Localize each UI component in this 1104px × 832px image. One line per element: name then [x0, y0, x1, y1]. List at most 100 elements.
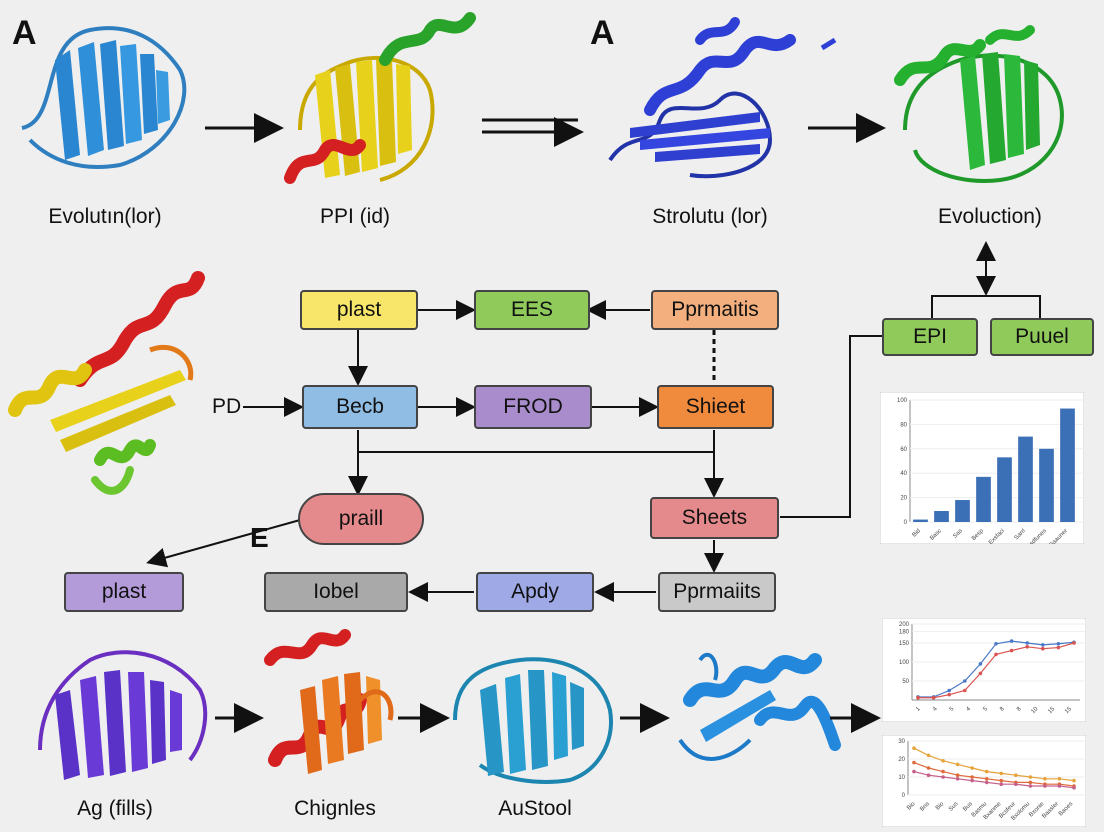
- x-tick-label: Bio: [906, 801, 917, 812]
- flow-box-frod: FROD: [474, 385, 592, 429]
- x-tick-label: Sas: [952, 528, 964, 540]
- bar: [913, 519, 928, 522]
- bar: [1060, 408, 1075, 522]
- data-point: [1028, 784, 1033, 788]
- data-point: [984, 780, 989, 785]
- data-point: [970, 766, 974, 770]
- flow-box-epi: EPI: [882, 318, 978, 356]
- chart-background: [882, 735, 1086, 827]
- data-point: [941, 759, 945, 763]
- data-point: [970, 778, 974, 783]
- x-tick-label: 8: [1016, 706, 1023, 713]
- data-point: [926, 753, 931, 758]
- flow-box-apdy: Apdy: [476, 572, 594, 612]
- data-point: [941, 769, 945, 774]
- flow-box-puuel: Puuel: [990, 318, 1094, 356]
- flow-box-iobel: Iobel: [264, 572, 408, 612]
- data-point: [994, 641, 998, 646]
- protein-structure-teal-icon: [453, 657, 613, 784]
- panel-label-a-right: A: [590, 14, 615, 52]
- flow-box-pprmaits-bottom: Pprmaiits: [658, 572, 776, 612]
- flow-box-shieet: Shieet: [657, 385, 774, 429]
- y-tick-label: 50: [902, 679, 909, 685]
- caption-top-2: PPI (id): [319, 205, 390, 228]
- bar: [976, 476, 991, 522]
- x-tick-label: 15: [1047, 706, 1056, 715]
- caption-bottom-1: Ag (fills): [77, 797, 153, 820]
- data-point: [999, 778, 1004, 783]
- data-point: [955, 762, 960, 767]
- flow-box-sheets: Sheets: [650, 497, 779, 539]
- y-tick-label: 20: [900, 496, 907, 502]
- protein-structure-blue-icon: [21, 26, 187, 169]
- y-tick-label: 20: [898, 757, 905, 763]
- caption-bottom-3: AuStool: [498, 797, 572, 820]
- flow-box-becb: Becb: [302, 385, 418, 429]
- x-tick-label: Bus: [962, 801, 974, 813]
- data-point: [1028, 780, 1033, 785]
- x-tick-label: 4: [932, 706, 939, 713]
- caption-top-1: Evolutın(lor): [48, 205, 162, 228]
- data-point: [916, 695, 920, 700]
- y-tick-label: 0: [902, 793, 906, 799]
- data-point: [1025, 641, 1029, 645]
- data-point: [1043, 777, 1047, 781]
- chart-background: [882, 618, 1086, 722]
- flow-box-praill: praill: [298, 493, 424, 545]
- flow-box-pprmaitis-top: Pprmaitis: [651, 290, 779, 330]
- data-point: [984, 777, 989, 781]
- data-point: [984, 769, 989, 774]
- data-point: [926, 766, 931, 770]
- data-point: [912, 746, 916, 750]
- y-tick-label: 0: [904, 520, 908, 526]
- flow-box-ees: EES: [474, 290, 590, 330]
- data-point: [978, 662, 983, 666]
- y-tick-label: 30: [898, 739, 905, 745]
- x-tick-label: 5: [982, 706, 989, 713]
- series-line: [913, 747, 1075, 782]
- data-point: [955, 777, 960, 781]
- y-tick-label: 100: [897, 398, 908, 404]
- flow-input-label: PD: [212, 395, 242, 418]
- data-point: [1072, 641, 1076, 645]
- y-tick-label: 40: [900, 471, 907, 477]
- data-point: [1009, 639, 1014, 643]
- x-tick-label: 10: [1030, 706, 1039, 715]
- data-point: [963, 688, 967, 693]
- caption-bottom-2: Chignles: [294, 797, 376, 820]
- data-point: [955, 773, 960, 777]
- data-point: [1041, 643, 1045, 647]
- x-tick-label: 4: [966, 706, 973, 713]
- data-point: [912, 769, 916, 774]
- data-point: [978, 671, 983, 676]
- y-tick-label: 200: [899, 622, 910, 628]
- x-tick-label: Bio: [935, 801, 946, 812]
- data-point: [1041, 646, 1045, 651]
- protein-structure-azure-icon: [678, 652, 841, 761]
- data-point: [1072, 778, 1076, 783]
- data-point: [1072, 786, 1076, 790]
- protein-structure-green-icon: [894, 25, 1064, 183]
- caption-top-3: Strolutu (lor): [652, 205, 768, 228]
- flow-box-plast-bottom: plast: [64, 572, 184, 612]
- data-point: [1043, 784, 1047, 788]
- data-point: [941, 775, 945, 779]
- data-point: [999, 771, 1004, 776]
- y-tick-label: 100: [899, 660, 910, 666]
- caption-top-4: Evoluction): [938, 205, 1042, 228]
- data-point: [1056, 645, 1061, 650]
- data-point: [1014, 782, 1018, 786]
- bar: [1018, 436, 1033, 522]
- series-line: [913, 771, 1075, 789]
- data-point: [947, 692, 951, 697]
- y-tick-label: 180: [899, 630, 910, 636]
- protein-structure-red-orange-icon: [264, 629, 394, 774]
- x-tick-label: Bns: [919, 801, 931, 813]
- data-point: [999, 782, 1004, 786]
- data-point: [994, 652, 998, 657]
- bar: [997, 457, 1012, 522]
- data-point: [970, 775, 974, 779]
